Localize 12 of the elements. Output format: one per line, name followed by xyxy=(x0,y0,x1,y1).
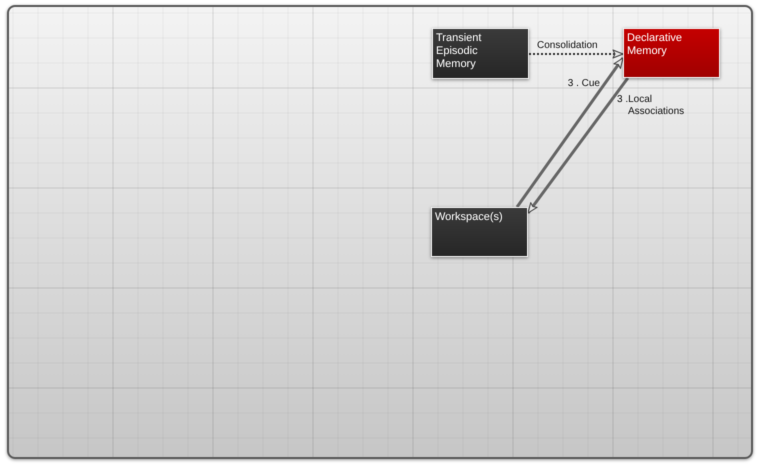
edge-label: Consolidation xyxy=(537,40,598,52)
process-box xyxy=(623,28,720,78)
arrow xyxy=(526,77,630,214)
box-label: Transient Episodic Memory xyxy=(436,32,482,71)
edge-label: 3 .Local Associations xyxy=(617,94,686,118)
arrow xyxy=(516,57,624,208)
dotted-arrow xyxy=(529,50,624,58)
process-box xyxy=(431,207,528,257)
process-box xyxy=(432,28,529,79)
box-label: Declarative Memory xyxy=(627,32,684,58)
edge-label: 3 . Cue xyxy=(568,78,600,90)
box-label: Workspace(s) xyxy=(435,211,503,224)
